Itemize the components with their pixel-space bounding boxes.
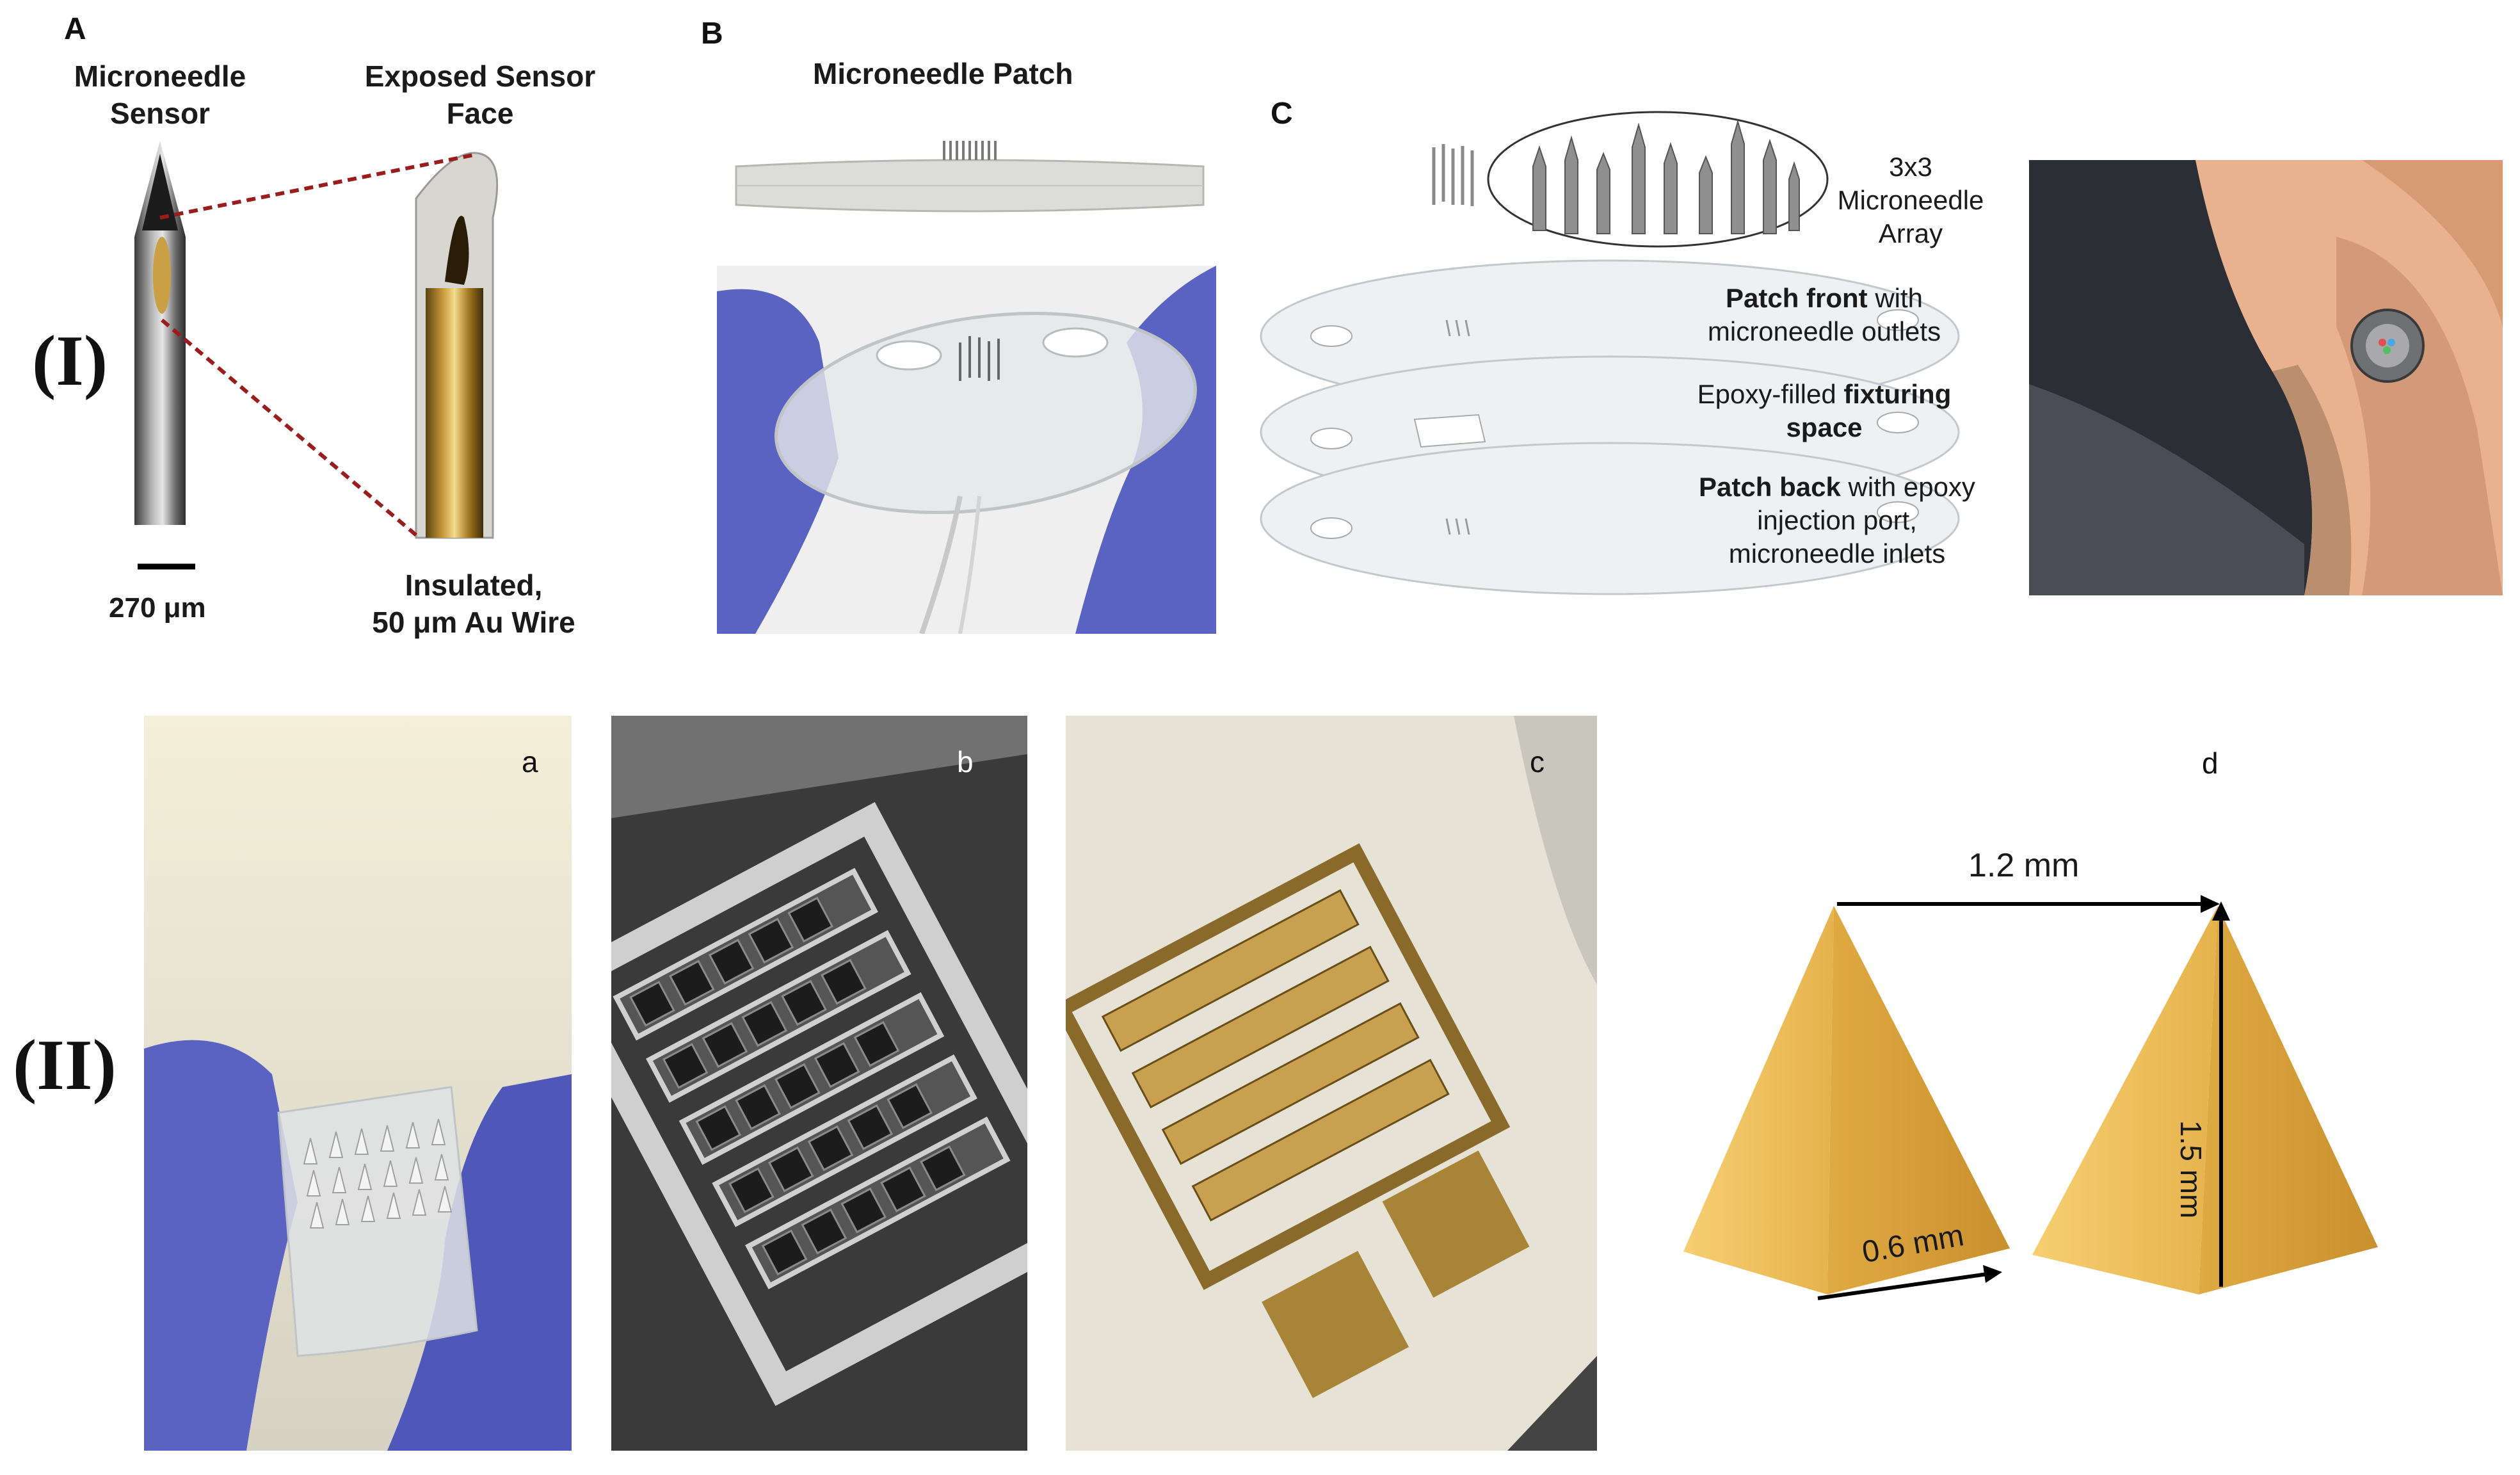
panel-letter-C: C — [1271, 97, 1293, 131]
gold-wire — [426, 288, 483, 538]
sensor-face — [153, 237, 171, 314]
pyramid-left-face — [1683, 906, 1834, 1294]
row-label-II: (II) — [13, 1026, 116, 1105]
patch-side-view — [735, 141, 1205, 213]
row-label-I: (I) — [32, 321, 108, 401]
photo-c-label: c — [1530, 745, 1545, 778]
label-bold: Patch back — [1699, 472, 1841, 502]
label-line: Array — [1878, 218, 1943, 248]
width-dimension: 1.2 mm — [1968, 847, 2080, 884]
panel-d-label: d — [2202, 746, 2219, 780]
microneedle-patch-title: Microneedle Patch — [813, 57, 1073, 90]
label-line: Insulated, — [405, 568, 543, 602]
label-line: injection port, — [1757, 505, 1917, 535]
label-bold: fixturing — [1843, 379, 1952, 409]
shoulder-illustration — [2029, 160, 2503, 595]
needle-body — [134, 141, 186, 525]
electrode-pad — [1262, 1250, 1409, 1398]
photo-c: c — [1066, 716, 1597, 1451]
pyramid-right-face — [2199, 906, 2378, 1294]
fixturing-label: Epoxy-filled fixturing space — [1651, 378, 1997, 444]
label-rest: with — [1867, 283, 1923, 313]
label-bold: Patch front — [1725, 283, 1868, 313]
label-line: 50 μm Au Wire — [372, 606, 575, 639]
microneedle-sensor-label: Microneedle Sensor — [70, 58, 250, 132]
height-dimension: 1.5 mm — [2174, 1120, 2208, 1219]
insulated-wire-label: Insulated, 50 μm Au Wire — [333, 567, 614, 641]
label-rest: Epoxy-filled — [1697, 379, 1844, 409]
label-line: microneedle outlets — [1707, 316, 1941, 346]
exposed-face-label: Exposed Sensor Face — [346, 58, 614, 132]
base-arrow — [1817, 1272, 1988, 1300]
patch-back-layer — [1260, 442, 1960, 595]
photo-a: a — [144, 716, 572, 1451]
scale-label: 270 μm — [109, 592, 206, 624]
pyramid-diagram — [1683, 895, 2378, 1300]
array-label: 3x3 Microneedle Array — [1815, 150, 2007, 250]
pyramid-right-face — [2032, 906, 2218, 1294]
label-line: Microneedle — [74, 60, 246, 93]
label-line: Exposed Sensor — [364, 60, 596, 93]
photo-b-label: b — [957, 745, 974, 778]
patch-back-label: Patch back with epoxy injection port, mi… — [1664, 471, 2010, 570]
label-line: Face — [446, 97, 514, 130]
patch-exploded-diagram — [1260, 111, 1960, 595]
electrode-pad — [1382, 1150, 1530, 1298]
label-line: space — [1786, 412, 1863, 442]
patch-held-photo — [717, 266, 1216, 634]
zoom-line-bottom — [161, 318, 421, 540]
photo-a-label: a — [522, 745, 538, 778]
panel-a-needles — [134, 141, 499, 570]
label-line: microneedle inlets — [1728, 538, 1946, 568]
label-line: 3x3 — [1889, 152, 1932, 182]
zoom-line-top — [159, 153, 474, 220]
label-rest: with epoxy — [1840, 472, 1975, 502]
photo-b: b — [611, 716, 1027, 1451]
label-line: Microneedle — [1837, 185, 1984, 215]
label-line: Sensor — [110, 97, 210, 130]
pyramid-left-face — [1827, 906, 2010, 1294]
patch-front-label: Patch front with microneedle outlets — [1664, 282, 1984, 348]
panel-letter-A: A — [64, 12, 86, 46]
panel-letter-B: B — [701, 17, 723, 51]
